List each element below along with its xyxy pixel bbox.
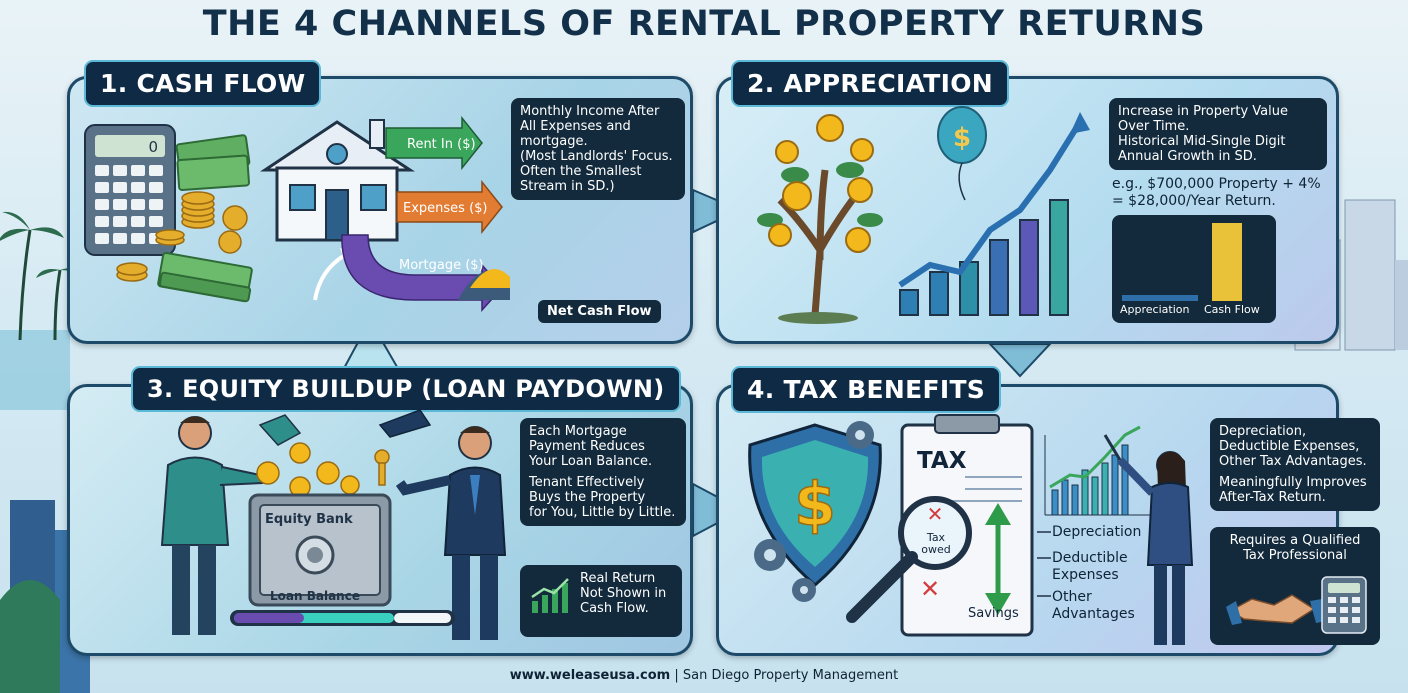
coins-icon: [116, 191, 248, 282]
comparison-chart-svg: [1122, 223, 1242, 301]
money-stack-icon: [157, 134, 253, 303]
mini-chart-icon: [531, 578, 569, 613]
safe-title: Equity Bank: [265, 512, 353, 527]
svg-text:0: 0: [148, 138, 158, 156]
comparison-label-cash-flow: Cash Flow: [1204, 303, 1260, 316]
cash-flow-description: Monthly Income After All Expenses and mo…: [511, 98, 685, 200]
svg-text:✕: ✕: [927, 502, 944, 526]
footer: www.weleaseusa.com | San Diego Property …: [0, 668, 1408, 683]
mortgage-arrow-label: Mortgage ($): [399, 258, 484, 273]
appreciation-bar: [1122, 295, 1198, 301]
safe-icon: [248, 493, 392, 607]
magnifier-icon: ✕: [846, 496, 972, 623]
equity-description: Each Mortgage Payment Reduces Your Loan …: [520, 418, 686, 526]
tax-list-depreciation: Depreciation: [1052, 524, 1142, 540]
tax-illustration: $ ✕ ✕: [748, 414, 1194, 645]
growth-chart-icon: [899, 199, 1069, 316]
key-icon: [374, 449, 390, 486]
handshake-icon: [1226, 576, 1367, 634]
cash-flow-tab: 1. CASH FLOW: [84, 60, 322, 107]
cash-flow-illustration: 0: [84, 115, 510, 312]
presenter-icon: [1103, 434, 1194, 645]
presentation-chart-icon: [1044, 435, 1150, 516]
calculator-icon: [1321, 576, 1367, 634]
appreciation-description: Increase in Property Value Over Time. Hi…: [1109, 98, 1327, 170]
equity-tab: 3. EQUITY BUILDUP (LOAN PAYDOWN): [131, 366, 681, 412]
footer-separator: |: [674, 668, 679, 683]
flow-arrow-icon: [987, 343, 1053, 378]
footer-tagline: San Diego Property Management: [682, 668, 899, 683]
svg-text:$: $: [953, 123, 971, 153]
dollar-balloon-icon: $: [937, 106, 987, 201]
equity-callout: Real Return Not Shown in Cash Flow.: [520, 565, 682, 637]
palm-tree-icon: [18, 229, 62, 341]
coins-icon: [256, 442, 360, 498]
rent-arrow-label: Rent In ($): [407, 137, 476, 152]
footer-site-link[interactable]: www.weleaseusa.com: [509, 668, 671, 683]
net-cash-flow-label: Net Cash Flow: [538, 300, 661, 323]
tax-list-deductible: Deductible Expenses: [1052, 550, 1128, 583]
cash-flow-bar: [1212, 223, 1242, 301]
comparison-chart: Appreciation Cash Flow: [1112, 215, 1276, 323]
landlord-figure-icon: [378, 409, 507, 640]
tax-list-other: Other Advantages: [1052, 589, 1135, 622]
svg-text:$: $: [794, 470, 836, 540]
page-title: THE 4 CHANNELS OF RENTAL PROPERTY RETURN…: [202, 4, 1206, 44]
tax-tab: 4. TAX BENEFITS: [731, 366, 1002, 413]
savings-label: Savings: [968, 606, 1019, 621]
tax-description: Depreciation, Deductible Expenses, Other…: [1210, 418, 1380, 511]
house-icon: [260, 119, 416, 242]
tax-list-connectors: [1037, 531, 1051, 597]
svg-text:✕: ✕: [920, 575, 940, 603]
calculator-icon: 0: [84, 124, 176, 256]
tax-doc-title: TAX: [917, 448, 967, 474]
tax-professional-box: Requires a Qualified Tax Professional: [1210, 527, 1380, 645]
equity-illustration: [160, 409, 507, 640]
comparison-label-appreciation: Appreciation: [1120, 303, 1190, 316]
magnifier-text: Tax owed: [921, 531, 951, 556]
appreciation-example: e.g., $700,000 Property + 4% = $28,000/Y…: [1112, 176, 1321, 209]
tenant-figure-icon: [160, 414, 302, 635]
expenses-arrow-label: Expenses ($): [403, 201, 488, 216]
gear-icon: [754, 421, 874, 602]
appreciation-tab: 2. APPRECIATION: [731, 60, 1010, 107]
money-tree-icon: [757, 114, 883, 324]
safe-label: Loan Balance: [270, 589, 360, 603]
gold-pile-icon: [458, 269, 510, 300]
appreciation-illustration: $: [757, 106, 1090, 324]
